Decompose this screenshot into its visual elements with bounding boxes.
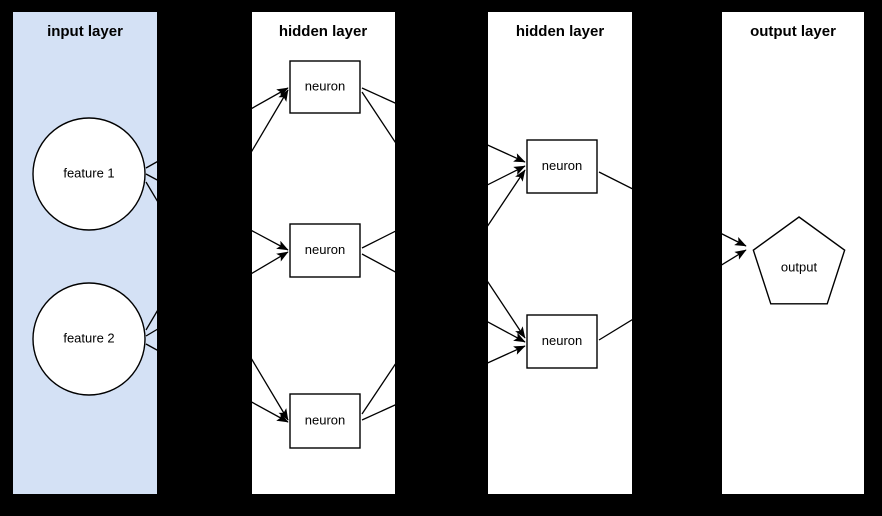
connection-feature-1-to-hidden1-neuron-3: [145, 181, 289, 421]
node-label-hidden2-neuron-1: neuron: [542, 158, 582, 173]
layer-title-hidden-layer-1: hidden layer: [279, 23, 368, 40]
connection-hidden1-neuron-2-to-hidden2-neuron-1: [361, 165, 526, 249]
layer-panel-hidden-layer-2: [488, 12, 632, 494]
node-shape-feature-2[interactable]: [32, 282, 146, 396]
node-label-hidden1-neuron-3: neuron: [305, 412, 345, 427]
layer-title-output-layer: output layer: [750, 23, 836, 40]
node-shape-hidden1-neuron-2[interactable]: [289, 223, 361, 278]
layer-backgrounds: [13, 12, 864, 494]
connection-hidden1-neuron-1-to-hidden2-neuron-2: [361, 91, 526, 339]
connection-feature-2-to-hidden1-neuron-1: [145, 89, 289, 331]
node-shape-hidden2-neuron-1[interactable]: [526, 139, 598, 194]
node-shape-feature-1[interactable]: [32, 117, 146, 231]
layer-title-input-layer: input layer: [47, 23, 123, 40]
connection-hidden1-neuron-2-to-hidden2-neuron-2: [361, 253, 526, 343]
layer-panel-input-layer: [13, 12, 157, 494]
node-label-feature-1: feature 1: [63, 165, 114, 180]
node-label-output-node: output: [781, 259, 818, 274]
connection-hidden1-neuron-1-to-hidden2-neuron-1: [361, 87, 526, 163]
connection-feature-1-to-hidden1-neuron-1: [145, 87, 289, 169]
connection-hidden1-neuron-3-to-hidden2-neuron-2: [361, 345, 526, 421]
connection-hidden2-neuron-1-to-output-node: [598, 171, 747, 247]
node-shape-hidden1-neuron-1[interactable]: [289, 60, 361, 114]
node-shape-hidden1-neuron-3[interactable]: [289, 393, 361, 449]
connection-feature-1-to-hidden1-neuron-2: [145, 173, 289, 251]
connection-lines: [145, 87, 747, 423]
node-label-hidden1-neuron-1: neuron: [305, 78, 345, 93]
network-nodes: feature 1 feature 2 neuron neuron neuron neur…: [32, 60, 846, 449]
node-label-feature-2: feature 2: [63, 330, 114, 345]
connection-feature-2-to-hidden1-neuron-3: [145, 343, 289, 423]
connection-hidden2-neuron-2-to-output-node: [598, 249, 747, 341]
layer-titles: input layer hidden layer hidden layer outpu…: [47, 23, 836, 40]
node-shape-output-node[interactable]: [752, 216, 846, 305]
node-label-hidden1-neuron-2: neuron: [305, 242, 345, 257]
node-label-hidden2-neuron-2: neuron: [542, 333, 582, 348]
connection-feature-2-to-hidden1-neuron-2: [145, 251, 289, 337]
node-shape-hidden2-neuron-2[interactable]: [526, 314, 598, 369]
layer-title-hidden-layer-2: hidden layer: [516, 23, 605, 40]
connection-hidden1-neuron-3-to-hidden2-neuron-1: [361, 169, 526, 415]
